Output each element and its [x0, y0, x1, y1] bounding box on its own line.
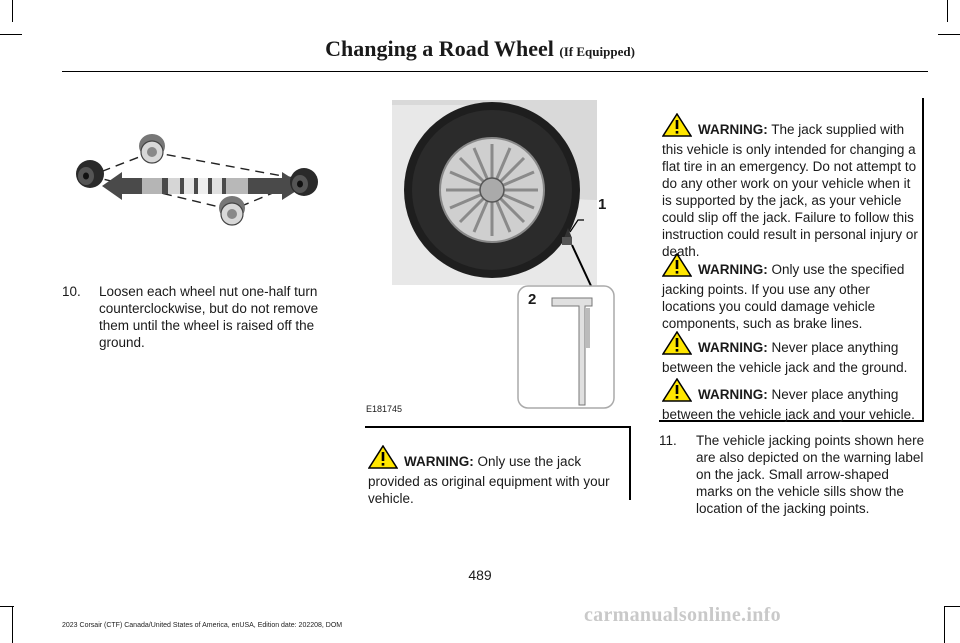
warning-triangle-icon — [367, 444, 399, 473]
warning-jack-vehicle: WARNING: Never place anything between th… — [661, 377, 924, 423]
warning-text: Never place anything between the vehicle… — [662, 340, 908, 375]
warning-jacking-points: WARNING: Only use the specified jacking … — [661, 252, 918, 332]
page-number: 489 — [468, 567, 492, 583]
warning-label: WARNING: — [404, 454, 474, 469]
header-rule — [62, 71, 928, 72]
figure-code: E181745 — [366, 404, 403, 414]
warning-label: WARNING: — [698, 387, 768, 402]
footer-edition: 2023 Corsair (CTF) Canada/United States … — [62, 622, 343, 629]
crop-mark — [947, 0, 948, 22]
wheel-nut-illustration — [76, 134, 318, 226]
crop-mark — [0, 606, 14, 607]
warning-triangle-icon — [661, 252, 693, 281]
crop-mark — [12, 0, 13, 22]
page-title: Changing a Road Wheel (If Equipped) — [325, 36, 635, 61]
step-text: The vehicle jacking points shown here ar… — [696, 433, 925, 516]
step-10: 10. Loosen each wheel nut one-half turn … — [62, 283, 332, 351]
crop-mark — [944, 606, 960, 607]
warning-triangle-icon — [661, 377, 693, 406]
warning-text: The jack supplied with this vehicle is o… — [662, 122, 918, 259]
watermark: carmanualsonline.info — [584, 604, 781, 626]
warning-box-jack — [365, 426, 631, 500]
callout-1: 1 — [598, 196, 607, 213]
crop-mark — [938, 34, 960, 35]
warnings-panel — [659, 98, 924, 422]
warning-text: Only use the specified jacking points. I… — [662, 262, 905, 331]
warning-triangle-icon — [661, 330, 693, 359]
step-number: 11. — [659, 433, 677, 448]
warning-label: WARNING: — [698, 340, 768, 355]
warning-triangle-icon — [661, 112, 693, 141]
callout-2: 2 — [528, 291, 537, 308]
crop-mark — [0, 34, 22, 35]
crop-mark — [12, 606, 13, 643]
step-text: Loosen each wheel nut one-half turn coun… — [99, 284, 319, 350]
warning-text: Only use the jack provided as original e… — [368, 454, 610, 506]
crop-mark — [944, 606, 945, 643]
jacking-point-illustration — [392, 100, 615, 409]
page-subtitle: (If Equipped) — [559, 44, 635, 59]
warning-label: WARNING: — [698, 122, 768, 137]
step-11: 11. The vehicle jacking points shown her… — [659, 432, 929, 517]
warning-jack-ground: WARNING: Never place anything between th… — [661, 330, 924, 376]
warning-jack-text: WARNING: Only use the jack provided as o… — [367, 444, 624, 507]
warning-text: Never place anything between the vehicle… — [662, 387, 915, 422]
warning-label: WARNING: — [698, 262, 768, 277]
step-number: 10. — [62, 284, 81, 299]
warning-jack-purpose: WARNING: The jack supplied with this veh… — [661, 112, 918, 260]
